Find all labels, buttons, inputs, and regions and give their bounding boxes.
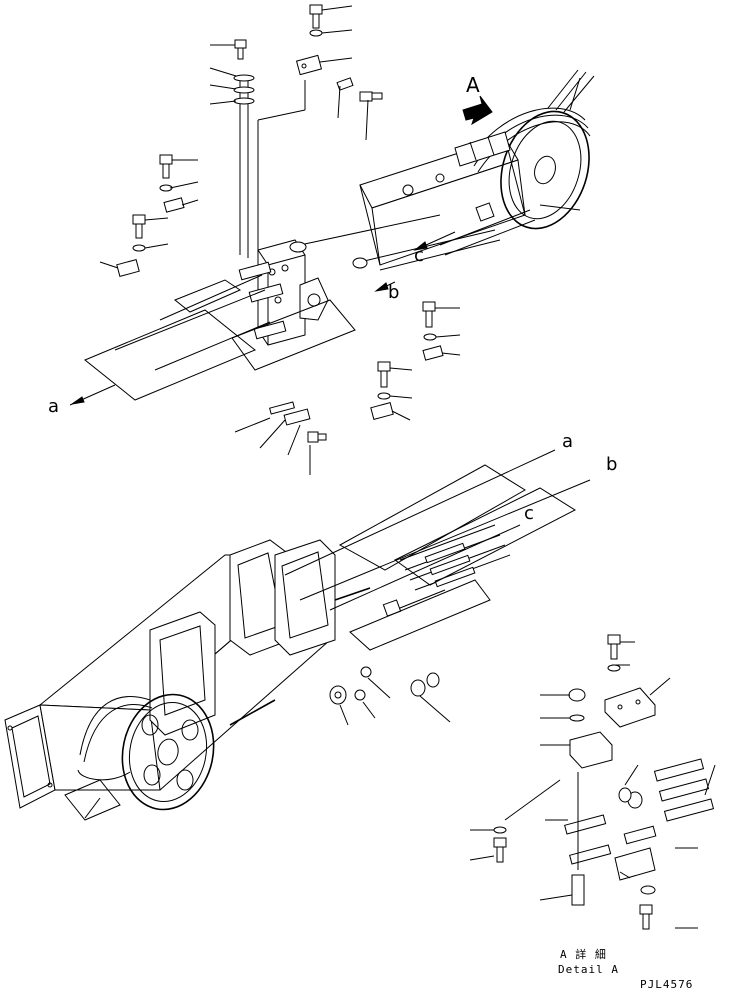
lower-boom-section [4,449,591,821]
upper-boom-section [69,4,595,475]
callout-c-lower: c [524,503,534,524]
callout-b-upper: b [388,282,400,303]
callout-a-upper: a [48,396,60,417]
callout-c-upper: c [414,245,424,266]
detail-caption-jp: A 詳 細 [560,948,607,961]
detail-a-view [469,634,716,930]
callout-b-lower: b [606,454,618,475]
detail-caption-en: Detail A [558,963,619,976]
drawing-number: PJL4576 [640,978,694,991]
hex-bolt-icon [309,4,323,29]
view-arrow-label: A [466,73,480,97]
callout-a-lower: a [562,431,574,452]
